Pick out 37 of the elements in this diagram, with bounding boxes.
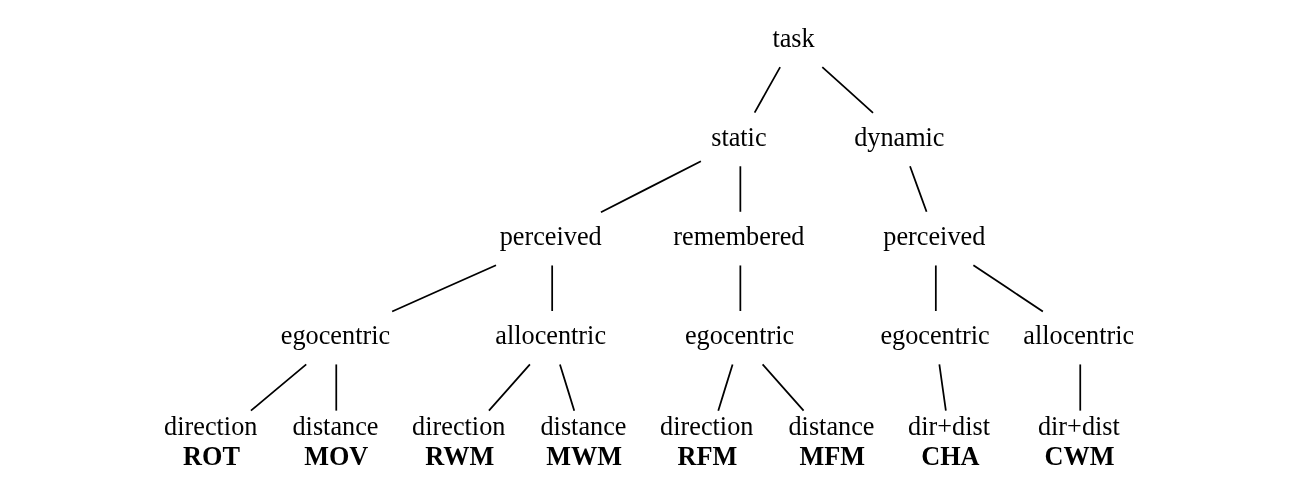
node-text: allocentric — [495, 321, 607, 351]
node-text: remembered — [673, 222, 805, 252]
connector — [391, 264, 497, 313]
connector — [934, 264, 937, 312]
connector — [1079, 363, 1082, 412]
connector — [551, 264, 554, 312]
connector — [761, 363, 805, 412]
node-text: direction ROT — [164, 411, 258, 472]
connector — [972, 264, 1044, 313]
connector — [938, 363, 947, 412]
node-text: dynamic — [854, 122, 945, 152]
connector — [909, 165, 928, 213]
connector — [821, 66, 874, 114]
connector — [600, 160, 702, 214]
node-text: distance MFM — [788, 411, 875, 472]
node-text: perceived — [499, 222, 602, 252]
node-text: static — [711, 122, 767, 152]
node-text: direction RFM — [660, 411, 754, 472]
node-text: perceived — [883, 222, 986, 252]
connector — [739, 264, 742, 312]
node-text: egocentric — [684, 321, 795, 351]
node-text: egocentric — [280, 321, 391, 351]
node-text: distance MOV — [292, 411, 379, 472]
node-text: task — [772, 23, 815, 53]
connector — [753, 66, 782, 114]
connector — [559, 363, 576, 412]
node-text: dir+dist CWM — [1037, 411, 1120, 472]
connector — [250, 363, 308, 412]
connector — [739, 165, 742, 213]
node-text: dir+dist CHA — [908, 411, 990, 472]
node-text: direction RWM — [412, 411, 506, 472]
node-text: distance MWM — [540, 411, 627, 472]
connector — [717, 363, 734, 412]
node-text: egocentric — [880, 321, 990, 351]
connector — [335, 363, 338, 412]
connector — [488, 363, 531, 412]
node-text: allocentric — [1023, 321, 1135, 351]
